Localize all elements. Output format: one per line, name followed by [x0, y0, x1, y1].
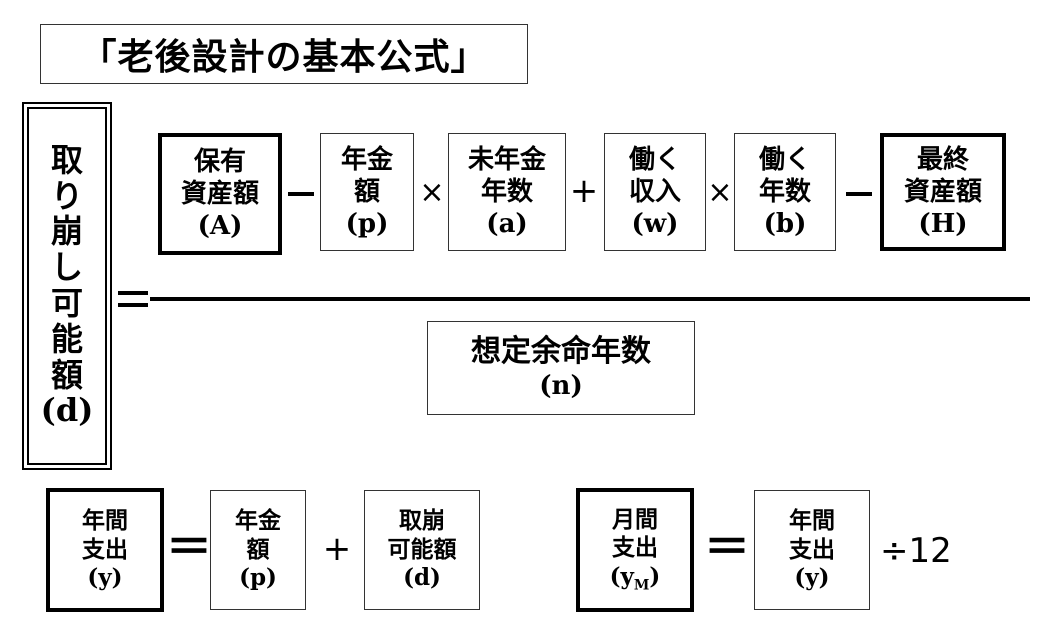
pre-pension-years-box: 未年金 年数 (a): [448, 133, 566, 251]
withdrawable-box-2: 取崩 可能額 (d): [364, 490, 480, 610]
lhs-char: 額: [50, 355, 83, 394]
final-assets-line2: 資産額: [903, 176, 982, 207]
final-assets-line1: 最終: [916, 144, 969, 175]
life-expectancy-label: 想定余命年数: [471, 334, 651, 370]
withdrawable-amount-box: 取 り 崩 し 可 能 額 (d): [22, 102, 112, 470]
minus-sign: [846, 192, 872, 196]
minus-sign: [288, 192, 314, 196]
work-income-box: 働く 収入 (w): [604, 133, 706, 251]
annual-spending-symbol: (y): [87, 564, 123, 592]
annual-spending-symbol: (y): [794, 564, 830, 592]
held-assets-line1: 保有: [193, 146, 246, 177]
work-years-symbol: (b): [763, 209, 807, 240]
annual-spending-box: 年間 支出 (y): [46, 488, 164, 612]
lhs-char: 崩: [50, 212, 83, 251]
times-sign: ×: [419, 175, 445, 210]
held-assets-box: 保有 資産額 (A): [158, 133, 282, 255]
final-assets-box: 最終 資産額 (H): [880, 133, 1006, 251]
fraction-line: [150, 297, 1030, 301]
pension-line1: 年金: [340, 144, 393, 175]
work-years-line2: 年数: [758, 176, 811, 207]
annual-spending-line2: 支出: [82, 535, 128, 563]
life-expectancy-box: 想定余命年数 (n): [427, 321, 695, 415]
page-title: 「老後設計の基本公式」: [40, 24, 528, 84]
withdrawable-symbol: (d): [403, 564, 441, 592]
work-income-line2: 収入: [628, 176, 681, 207]
pension-box: 年金 額 (p): [320, 133, 414, 251]
plus-sign: +: [322, 529, 352, 569]
pre-pension-years-line2: 年数: [480, 176, 533, 207]
monthly-spending-symbol-main: (y: [609, 562, 634, 590]
pre-pension-years-line1: 未年金: [467, 144, 546, 175]
work-years-line1: 働く: [758, 144, 811, 175]
annual-spending-line2: 支出: [789, 535, 835, 563]
work-income-symbol: (w): [631, 209, 679, 240]
lhs-char: し: [50, 248, 83, 287]
equals-sign: ＝: [704, 520, 750, 574]
monthly-spending-line1: 月間: [612, 505, 658, 533]
monthly-spending-symbol-close: ): [649, 562, 661, 590]
lhs-char: 可: [50, 284, 83, 322]
monthly-spending-subscript: M: [633, 577, 650, 594]
pension-line1: 年金: [235, 507, 281, 535]
monthly-spending-box: 月間 支出 (yM): [576, 488, 694, 612]
held-assets-line2: 資産額: [180, 178, 259, 209]
divide-by-12: ÷12: [880, 531, 952, 571]
annual-spending-line1: 年間: [789, 507, 835, 535]
equals-sign: [118, 291, 148, 309]
lhs-char: 能: [50, 319, 83, 358]
monthly-spending-line2: 支出: [612, 534, 658, 562]
pension-symbol: (p): [239, 564, 277, 592]
withdrawable-line2: 可能額: [387, 535, 457, 563]
lhs-char: 取: [50, 140, 83, 179]
withdrawable-line1: 取崩: [399, 507, 445, 535]
annual-spending-box-2: 年間 支出 (y): [754, 490, 870, 610]
work-income-line1: 働く: [628, 144, 681, 175]
pension-line2: 額: [246, 535, 270, 563]
pre-pension-years-symbol: (a): [486, 209, 528, 240]
final-assets-symbol: (H): [918, 209, 968, 240]
work-years-box: 働く 年数 (b): [734, 133, 836, 251]
lhs-symbol: (d): [40, 391, 94, 430]
pension-symbol: (p): [345, 209, 389, 240]
plus-sign: +: [569, 171, 599, 211]
lhs-char: り: [50, 176, 83, 215]
times-sign: ×: [707, 175, 733, 210]
pension-line2: 額: [353, 176, 380, 207]
equals-sign: ＝: [166, 520, 212, 574]
annual-spending-line1: 年間: [82, 507, 128, 535]
pension-box-2: 年金 額 (p): [210, 490, 306, 610]
life-expectancy-symbol: (n): [539, 371, 583, 402]
monthly-spending-symbol: (yM): [610, 563, 661, 595]
held-assets-symbol: (A): [197, 211, 243, 242]
